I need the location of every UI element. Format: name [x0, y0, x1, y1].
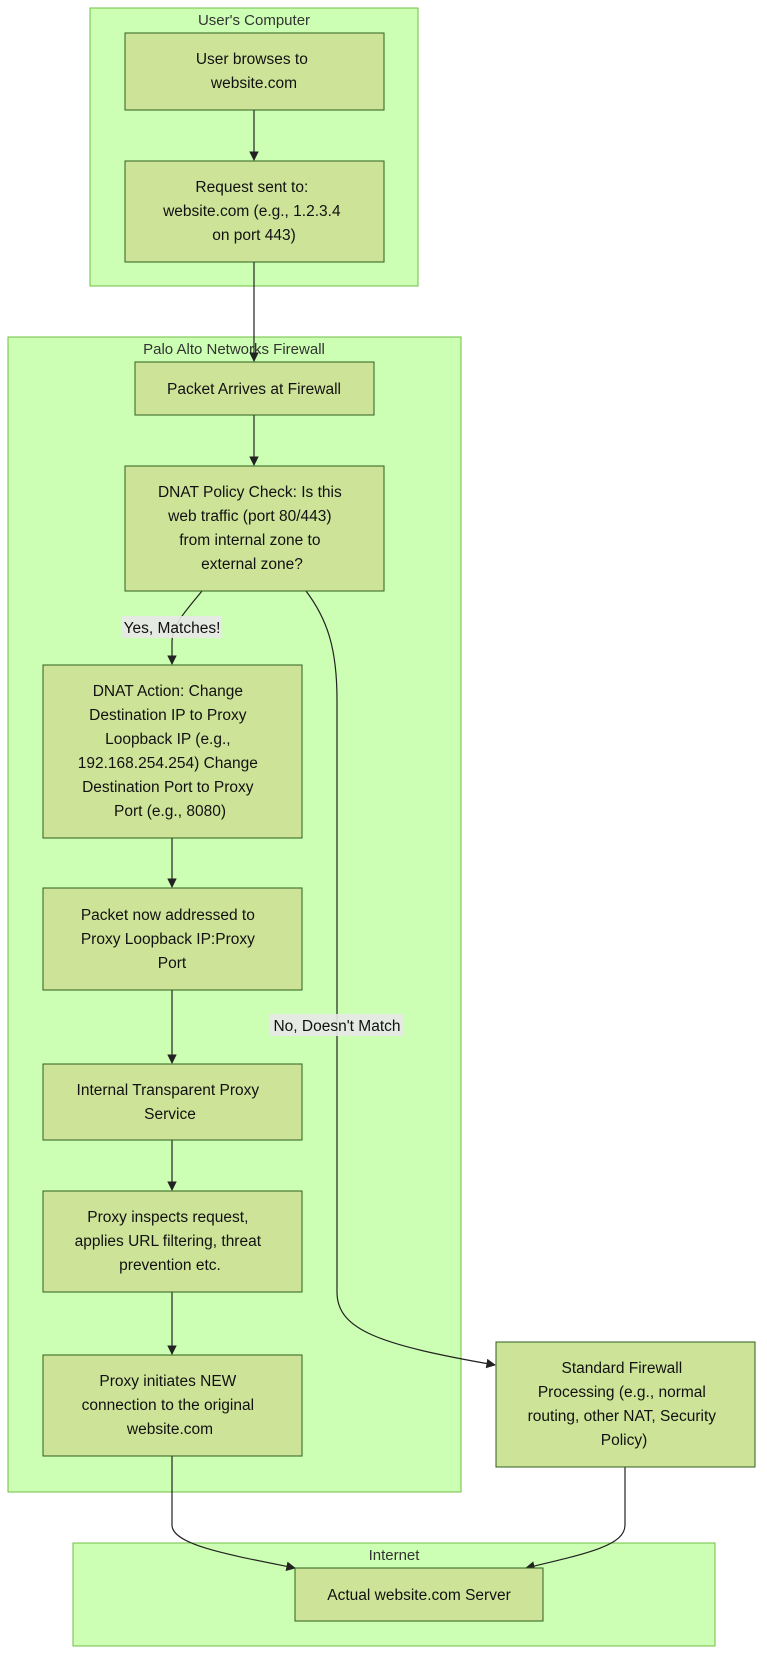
node-proxy-new-connection-line: website.com — [126, 1421, 213, 1438]
node-packet-readdressed: Packet now addressed to Proxy Loopback I… — [42, 887, 303, 991]
node-proxy-new-connection-line: Proxy initiates NEW — [99, 1373, 236, 1390]
node-dnat-action: DNAT Action: Change Destination IP to Pr… — [42, 664, 303, 839]
node-request-sent-line: website.com (e.g., 1.2.3.4 — [162, 203, 341, 220]
svg-text:DNAT Action: Change Dest: DNAT Action: Change Destination IP to Pr… — [78, 683, 262, 820]
node-packet-arrives-line: Packet Arrives at Firewall — [167, 381, 341, 398]
node-dnat-action-line: Loopback IP (e.g., — [105, 731, 231, 748]
svg-text:Proxy initiates NEW conn: Proxy initiates NEW connection to the or… — [82, 1373, 259, 1438]
edge-label-yes-text: Yes, Matches! — [124, 620, 221, 637]
cluster-internet-label: Internet — [369, 1547, 421, 1564]
edge-new-conn-to-server — [171, 1456, 296, 1572]
node-dnat-action-line: 192.168.254.254) Change — [78, 755, 258, 772]
edge-check-to-standard — [305, 590, 496, 1369]
svg-text:User browses to website.: User browses to website.com — [196, 51, 312, 92]
node-standard-processing-line: Processing (e.g., normal — [538, 1384, 706, 1401]
node-standard-processing-line: Standard Firewall — [562, 1360, 683, 1377]
node-dnat-action-line: Destination IP to Proxy — [89, 707, 247, 724]
node-website-server-line: Actual website.com Server — [327, 1587, 511, 1604]
node-proxy-inspects-line: prevention etc. — [119, 1257, 221, 1274]
cluster-firewall-label: Palo Alto Networks Firewall — [143, 341, 325, 358]
node-dnat-action-line: Destination Port to Proxy — [82, 779, 254, 796]
node-user-browses-line: User browses to — [196, 51, 308, 68]
svg-text:DNAT Policy Check: Is this: DNAT Policy Check: Is this web traffic (… — [158, 484, 346, 573]
node-dnat-policy-check-line: web traffic (port 80/443) — [167, 508, 331, 525]
svg-text:Request sent to: website: Request sent to: website.com (e.g., 1.2.… — [162, 179, 345, 244]
node-dnat-action-line: Port (e.g., 8080) — [114, 803, 226, 820]
svg-text:Packet now addressed to: Packet now addressed to Proxy Loopback I… — [81, 907, 259, 972]
node-dnat-policy-check-line: external zone? — [201, 556, 303, 573]
node-proxy-inspects: Proxy inspects request, applies URL filt… — [42, 1190, 303, 1293]
node-proxy-inspects-line: applies URL filtering, threat — [75, 1233, 262, 1250]
node-standard-processing-line: Policy) — [601, 1432, 648, 1449]
node-user-browses: User browses to website.com — [124, 32, 385, 111]
svg-text:Internal Transparent Proxy: Internal Transparent Proxy Service — [77, 1082, 264, 1123]
node-user-browses-line: website.com — [210, 75, 297, 92]
node-dnat-action-line: DNAT Action: Change — [93, 683, 243, 700]
edge-label-yes: Yes, Matches! — [122, 616, 222, 638]
node-dnat-policy-check-line: DNAT Policy Check: Is this — [158, 484, 342, 501]
node-transparent-proxy-line: Internal Transparent Proxy — [77, 1082, 260, 1099]
node-transparent-proxy: Internal Transparent Proxy Service — [42, 1063, 303, 1141]
node-dnat-policy-check-line: from internal zone to — [179, 532, 320, 549]
node-dnat-policy-check: DNAT Policy Check: Is this web traffic (… — [124, 465, 385, 592]
svg-text:Proxy inspects request,: Proxy inspects request, applies URL filt… — [75, 1209, 266, 1274]
node-standard-processing-line: routing, other NAT, Security — [528, 1408, 717, 1425]
node-transparent-proxy-line: Service — [144, 1106, 196, 1123]
node-standard-processing: Standard Firewall Processing (e.g., norm… — [495, 1341, 756, 1468]
node-request-sent-line: on port 443) — [212, 227, 296, 244]
cluster-users-computer-label: User's Computer — [198, 12, 310, 29]
node-request-sent-line: Request sent to: — [195, 179, 308, 196]
node-packet-readdressed-line: Port — [158, 955, 187, 972]
node-packet-readdressed-line: Proxy Loopback IP:Proxy — [81, 931, 255, 948]
node-packet-readdressed-line: Packet now addressed to — [81, 907, 255, 924]
node-website-server: Actual website.com Server — [294, 1567, 544, 1622]
node-packet-arrives: Packet Arrives at Firewall — [134, 361, 375, 416]
edge-label-no: No, Doesn't Match — [270, 1014, 404, 1036]
node-request-sent: Request sent to: website.com (e.g., 1.2.… — [124, 160, 385, 263]
node-proxy-inspects-line: Proxy inspects request, — [87, 1209, 248, 1226]
node-proxy-new-connection-line: connection to the original — [82, 1397, 254, 1414]
svg-text:Standard Firewall Proces: Standard Firewall Processing (e.g., norm… — [528, 1360, 721, 1449]
edge-standard-to-server — [525, 1467, 626, 1571]
edge-label-no-text: No, Doesn't Match — [273, 1018, 400, 1035]
node-proxy-new-connection: Proxy initiates NEW connection to the or… — [42, 1354, 303, 1457]
